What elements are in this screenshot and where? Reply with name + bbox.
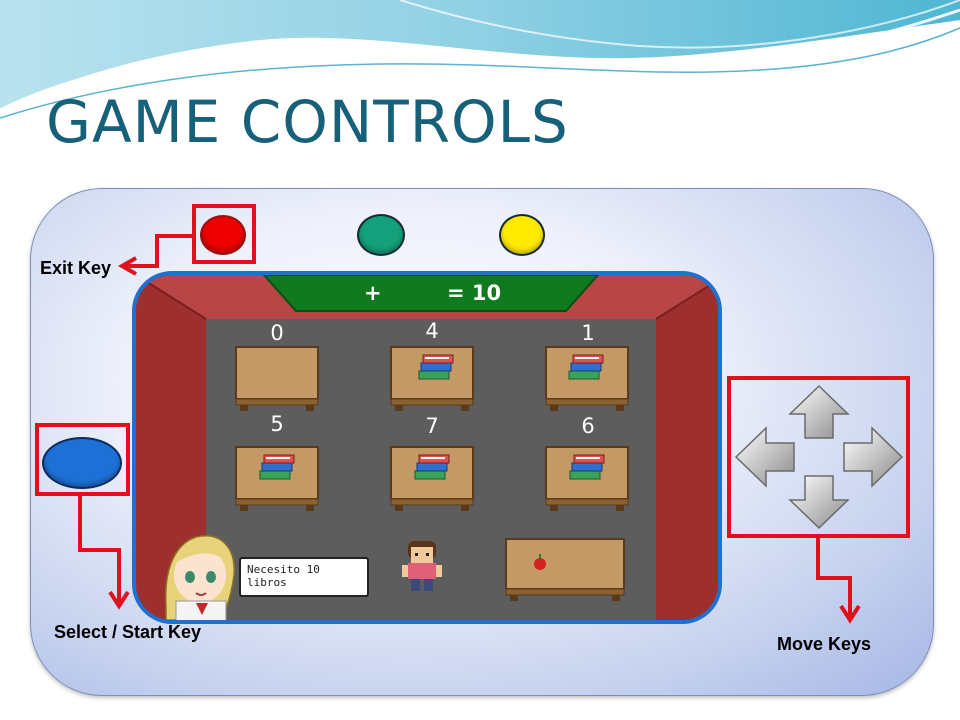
desk-number: 4: [425, 319, 439, 343]
move-keys-label: Move Keys: [777, 634, 872, 654]
arrow-up-icon: [788, 384, 850, 439]
desk-1: [390, 346, 474, 412]
exit-key-label: Exit Key: [40, 258, 112, 278]
arrow-keys-icon[interactable]: [734, 384, 904, 530]
apple-icon: [534, 554, 546, 570]
books-icon: [569, 454, 605, 480]
game-screen: + = 10 0 4 1 5 7 6: [132, 271, 722, 624]
desk-number: 1: [581, 321, 595, 345]
green-button[interactable]: [357, 214, 405, 256]
move-keys-highlight: [727, 376, 910, 538]
hud-plus: +: [364, 281, 382, 305]
speech-bubble: Necesito 10 libros: [239, 557, 369, 597]
exit-arrow-line: [126, 234, 192, 268]
move-arrow-line: [816, 538, 852, 618]
books-icon: [259, 454, 295, 480]
yellow-button[interactable]: [499, 214, 545, 256]
arrow-right-icon: [843, 426, 904, 488]
desk-number: 5: [270, 412, 284, 436]
exit-button[interactable]: [200, 215, 246, 255]
select-start-button[interactable]: [42, 437, 122, 489]
exit-arrowhead: [117, 256, 137, 276]
books-icon: [414, 454, 450, 480]
select-arrow-line: [78, 496, 121, 604]
arrow-down-icon: [788, 475, 850, 530]
select-key-highlight: [35, 423, 130, 496]
exit-key-highlight: [192, 204, 256, 264]
arrow-left-icon: [734, 426, 795, 488]
desk-number: 0: [270, 321, 284, 345]
speech-bubble-tail: [136, 275, 152, 293]
teacher-portrait: [164, 535, 235, 620]
desks-layer: [164, 346, 629, 620]
select-arrowhead: [108, 590, 130, 610]
desk-0: [235, 346, 319, 412]
select-start-key-label: Select / Start Key: [54, 622, 202, 642]
desk-4: [390, 446, 474, 512]
hud-target: = 10: [447, 281, 502, 305]
desk-number: 7: [425, 414, 439, 438]
slide-title: GAME CONTROLS: [46, 88, 569, 156]
teacher-desk: [505, 538, 625, 601]
desk-3: [235, 446, 319, 512]
header-waves: [0, 0, 960, 119]
books-icon: [568, 354, 604, 380]
books-icon: [418, 354, 454, 380]
move-arrowhead: [839, 604, 861, 624]
desk-2: [545, 346, 629, 412]
student-sprite: [402, 541, 442, 591]
desk-5: [545, 446, 629, 512]
desk-number: 6: [581, 414, 595, 438]
